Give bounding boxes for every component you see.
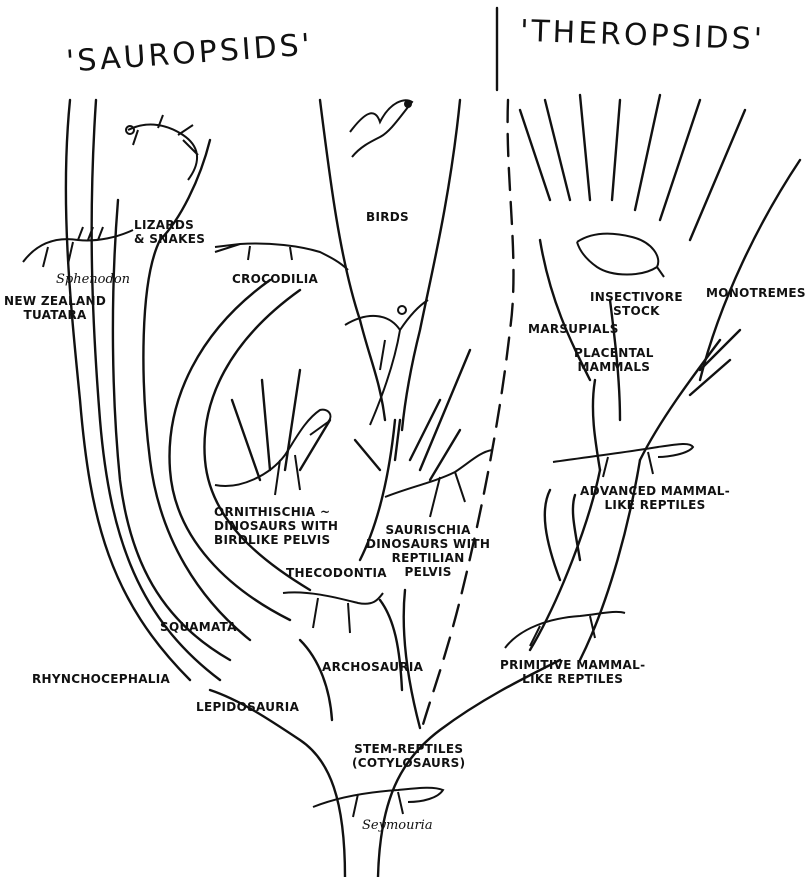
thecodont-icon	[278, 578, 388, 638]
label-lepidosauria: LEPIDOSAURIA	[196, 700, 299, 714]
saurischia-fan-1	[355, 440, 380, 470]
seymouria-icon	[308, 772, 448, 822]
mlr-branch-4	[690, 360, 730, 395]
label-monotremes: MONOTREMES	[706, 286, 806, 300]
advanced-mammal-like-reptile-icon	[548, 432, 698, 482]
crocodile-icon	[210, 232, 350, 272]
ornithischian-dinosaur-icon	[210, 400, 340, 500]
label-primitive-mammal-like-reptiles: PRIMITIVE MAMMAL- LIKE REPTILES	[500, 658, 645, 686]
squamata-inner	[143, 140, 250, 640]
mlr-branch-3	[700, 330, 740, 370]
trunk-mid	[404, 590, 420, 728]
label-archosauria: ARCHOSAURIA	[322, 660, 423, 674]
label-sphenodon: Sphenodon	[56, 272, 130, 287]
mammal-fan-4	[612, 100, 620, 200]
archaeopteryx-icon	[340, 280, 430, 430]
saurischian-dinosaur-icon	[380, 442, 500, 522]
label-rhynchocephalia: RHYNCHOCEPHALIA	[32, 672, 170, 686]
label-stem-reptiles: STEM-REPTILES (COTYLOSAURS)	[352, 742, 465, 770]
lizard-icon	[118, 110, 218, 190]
label-placental-mammals: PLACENTAL MAMMALS	[574, 346, 654, 374]
mammal-fan-6	[660, 100, 700, 220]
label-lizards-snakes: LIZARDS & SNAKES	[134, 218, 205, 246]
label-insectivore-stock: INSECTIVORE STOCK	[590, 290, 683, 318]
label-thecodontia: THECODONTIA	[286, 566, 387, 580]
label-birds: BIRDS	[366, 210, 409, 224]
label-tuatara: NEW ZEALAND TUATARA	[4, 294, 106, 322]
label-crocodilia: CROCODILIA	[232, 272, 318, 286]
mlr-branch-1	[545, 490, 560, 580]
mammal-fan-3	[580, 95, 590, 200]
label-squamata: SQUAMATA	[160, 620, 237, 634]
primitive-mammal-like-reptile-icon	[500, 598, 630, 658]
mammal-fan-1	[520, 110, 550, 200]
bird-icon	[340, 92, 420, 172]
label-ornithischia: ORNITHISCHIA ~ DINOSAURS WITH BIRDLIKE P…	[214, 505, 338, 547]
label-seymouria: Seymouria	[362, 818, 433, 833]
mammal-fan-5	[635, 95, 660, 210]
archo-left	[300, 640, 332, 720]
label-marsupials: MARSUPIALS	[528, 322, 619, 336]
mammal-fan-2	[545, 100, 570, 200]
tuatara-icon	[18, 222, 138, 272]
shrew-icon	[572, 222, 667, 282]
mammal-fan-7	[690, 110, 745, 240]
label-advanced-mammal-like-reptiles: ADVANCED MAMMAL- LIKE REPTILES	[580, 484, 730, 512]
